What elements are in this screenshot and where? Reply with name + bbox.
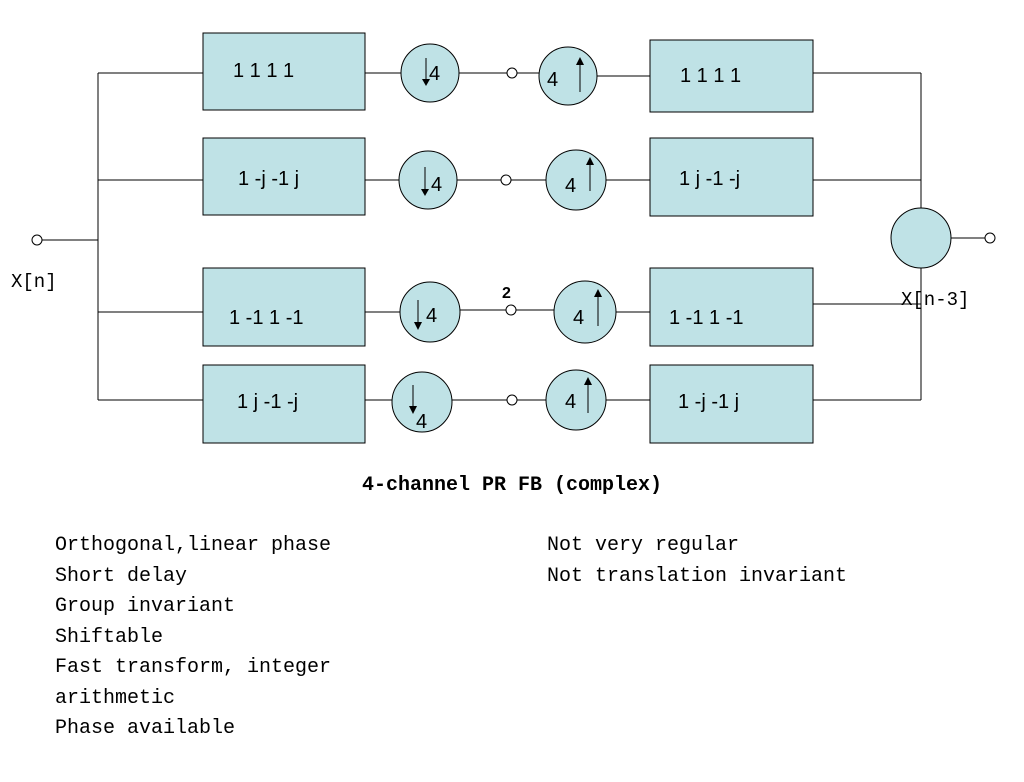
analysis-coeffs-2: 1 -j -1 j (238, 168, 299, 190)
synthesis-filter-2 (649, 137, 814, 217)
summing-junction (890, 207, 952, 269)
synthesis-filter-4 (649, 364, 814, 444)
property-item: Shiftable (55, 625, 164, 649)
limitations-list: Not very regular Not translation invaria… (547, 531, 847, 592)
channel-3: 1 -1 1 -1 4 2 4 1 -1 1 -1 (202, 267, 921, 347)
output-node (984, 232, 996, 244)
property-item: Orthogonal,linear phase (55, 534, 332, 557)
analysis-coeffs-1: 1 1 1 1 (233, 60, 294, 82)
property-item: arithmetic (55, 686, 176, 710)
limitation-item: Not translation invariant (547, 564, 848, 588)
down-factor-2: 4 (431, 174, 442, 196)
down-factor-1: 4 (429, 63, 440, 85)
synthesis-coeffs-2: 1 j -1 -j (679, 168, 740, 190)
downsampler-3 (399, 281, 461, 343)
synthesis-filter-1 (649, 39, 814, 113)
upsampler-3 (553, 280, 617, 344)
node-label: 2 (502, 285, 511, 302)
input-node (31, 234, 43, 246)
mid-node-4 (506, 394, 518, 406)
analysis-filter-2 (202, 137, 366, 216)
property-item: Fast transform, integer (55, 656, 332, 679)
channel-1: 1 1 1 1 4 4 1 1 1 1 (202, 32, 921, 113)
up-factor-1: 4 (547, 69, 558, 91)
up-factor-2: 4 (565, 175, 576, 197)
property-item: Group invariant (55, 595, 236, 618)
channel-2: 1 -j -1 j 4 4 1 j -1 -j (202, 137, 921, 217)
output-label: X[n-3] (901, 289, 969, 311)
down-factor-4: 4 (416, 411, 427, 433)
synthesis-filter-3 (649, 267, 814, 347)
down-factor-3: 4 (426, 305, 437, 327)
limitation-item: Not very regular (547, 534, 740, 557)
analysis-coeffs-3: 1 -1 1 -1 (229, 307, 303, 329)
properties-list: Orthogonal,linear phase Short delay Grou… (55, 531, 331, 745)
synthesis-coeffs-4: 1 -j -1 j (678, 391, 739, 413)
mid-node-2 (500, 174, 512, 186)
channel-4: 1 j -1 -j 4 4 1 -j -1 j (202, 364, 921, 444)
analysis-filter-1 (202, 32, 366, 111)
synthesis-coeffs-1: 1 1 1 1 (680, 65, 741, 87)
analysis-filter-4 (202, 364, 366, 444)
up-factor-4: 4 (565, 391, 576, 413)
synthesis-coeffs-3: 1 -1 1 -1 (669, 307, 743, 329)
diagram-caption: 4-channel PR FB (complex) (361, 474, 663, 497)
property-item: Short delay (55, 564, 188, 588)
analysis-filter-3 (202, 267, 366, 347)
property-item: Phase available (55, 717, 236, 740)
analysis-coeffs-4: 1 j -1 -j (237, 391, 298, 413)
mid-node-1 (506, 67, 518, 79)
mid-node-3 (505, 304, 517, 316)
up-factor-3: 4 (573, 307, 584, 329)
downsampler-2 (398, 150, 458, 210)
input-label: X[n] (11, 271, 57, 293)
downsampler-4 (391, 371, 453, 433)
